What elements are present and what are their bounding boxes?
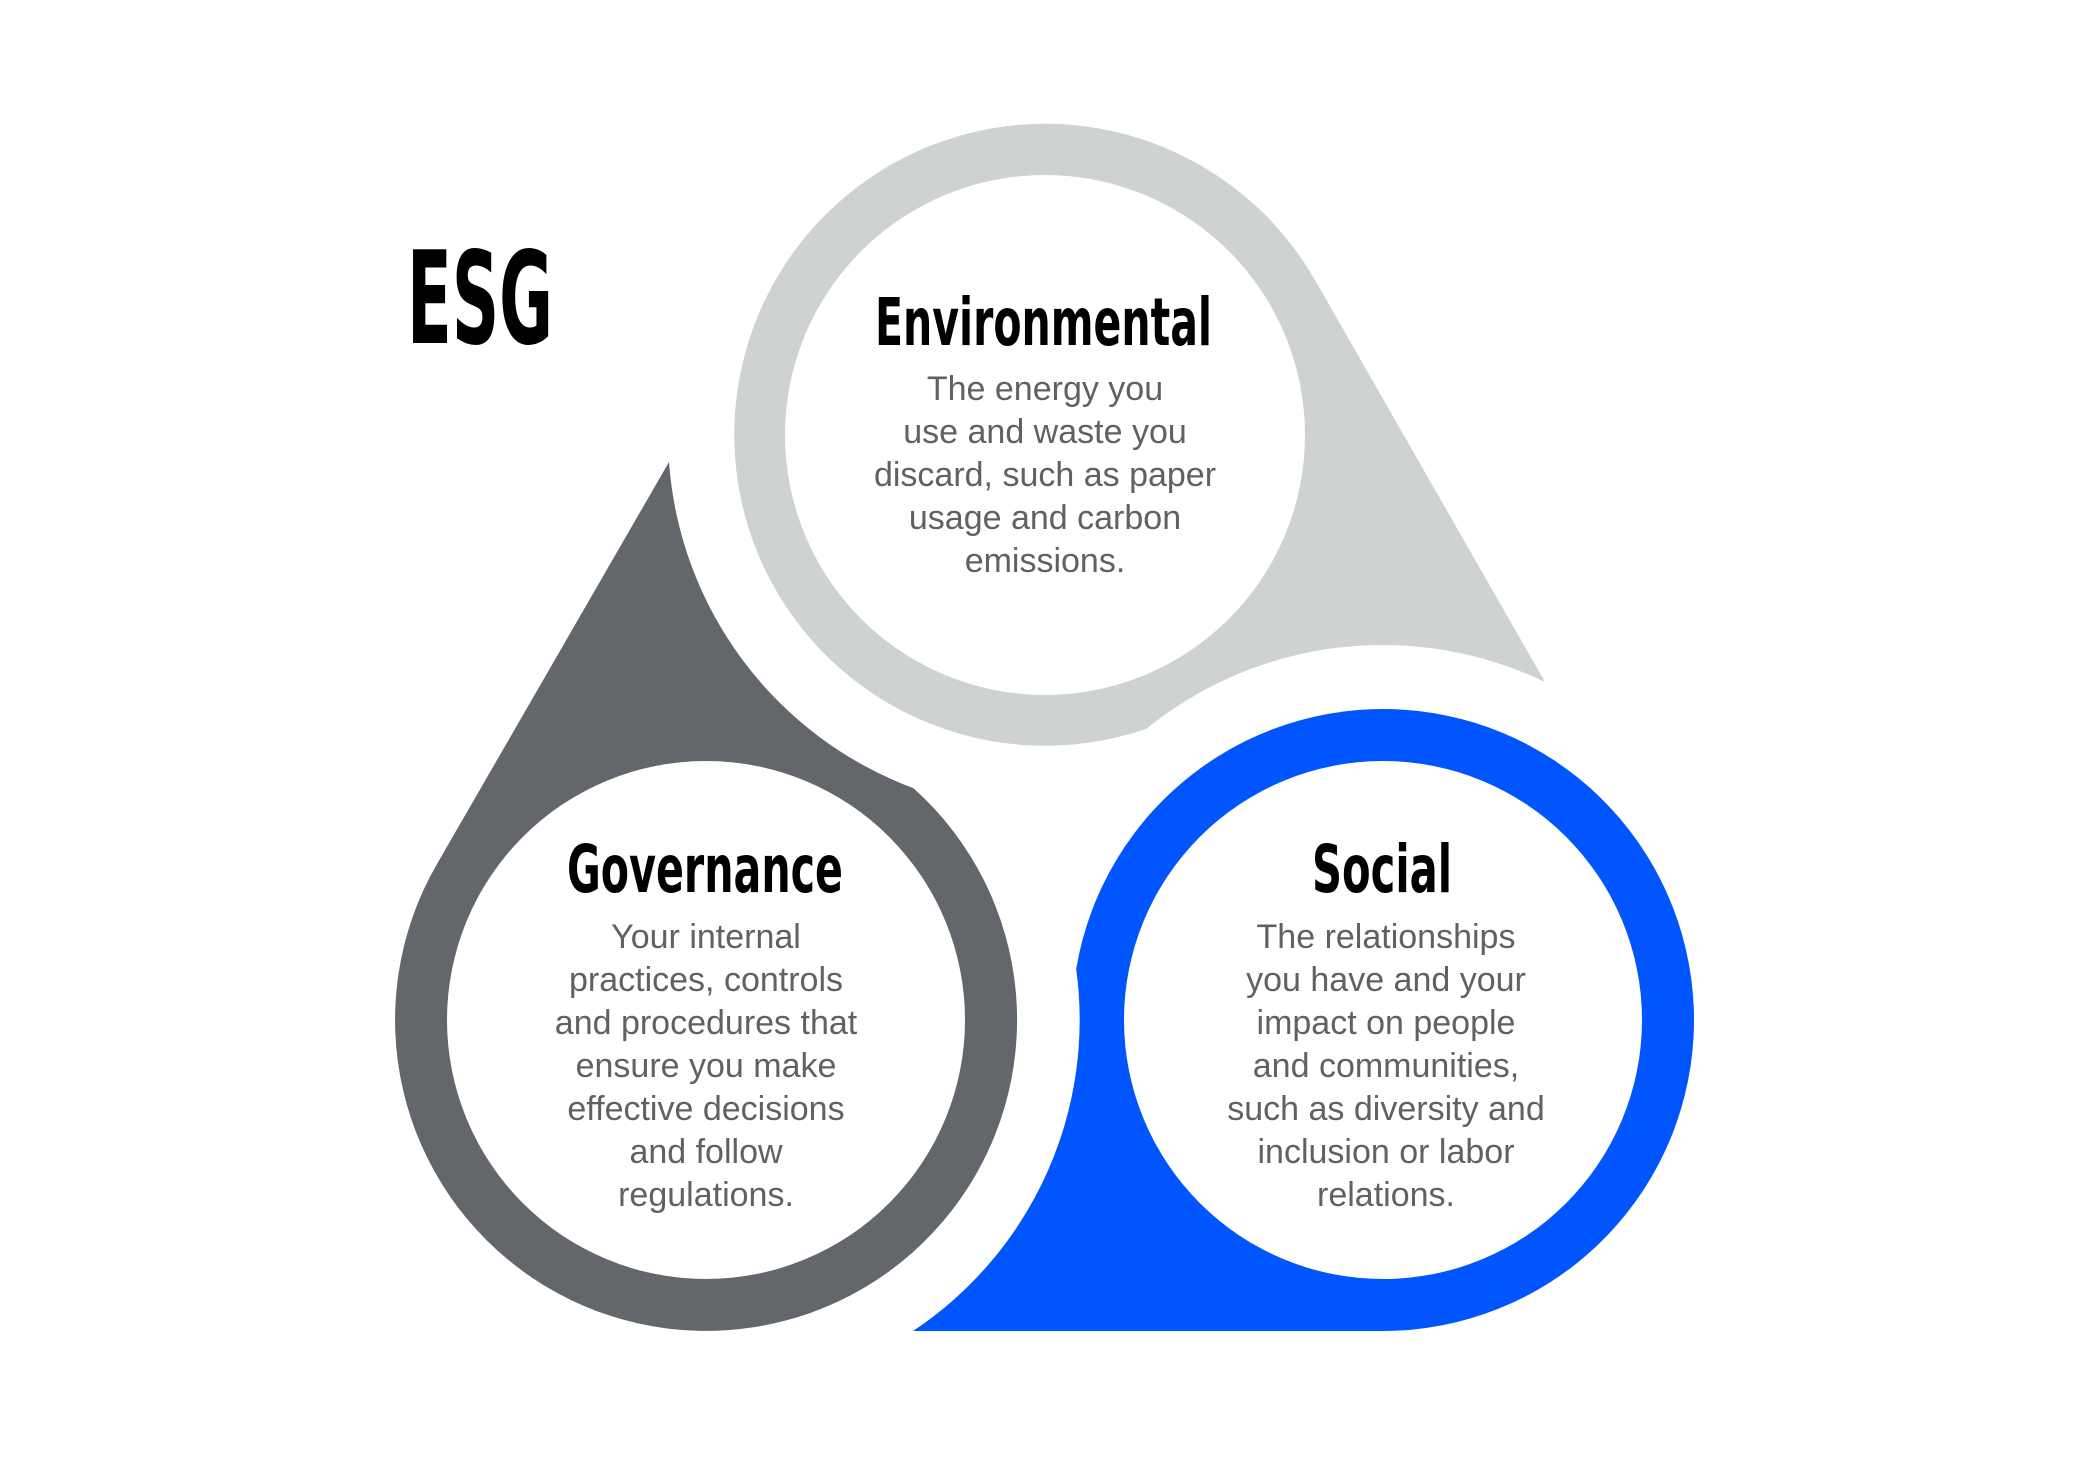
governance-line: regulations. bbox=[618, 1176, 794, 1214]
governance-line: Your internal bbox=[611, 918, 801, 956]
social-line: impact on people bbox=[1257, 1004, 1516, 1042]
environmental-description: The energy you use and waste you discard… bbox=[874, 370, 1216, 580]
governance-description: Your internal practices, controls and pr… bbox=[555, 918, 858, 1214]
social-line: The relationships bbox=[1257, 918, 1516, 956]
governance-line: effective decisions bbox=[567, 1090, 844, 1128]
social-line: such as diversity and bbox=[1227, 1090, 1545, 1128]
governance-line: and follow bbox=[629, 1133, 783, 1171]
social-description: The relationships you have and your impa… bbox=[1227, 918, 1545, 1214]
social-line: relations. bbox=[1317, 1176, 1455, 1214]
environmental-line: use and waste you bbox=[903, 413, 1187, 451]
environmental-section: Environmental The energy you use and was… bbox=[734, 123, 1545, 746]
governance-heading: Governance bbox=[567, 831, 843, 908]
social-section: Social The relationships you have and yo… bbox=[913, 708, 1695, 1331]
governance-line: ensure you make bbox=[576, 1047, 837, 1085]
social-line: and communities, bbox=[1253, 1047, 1519, 1085]
governance-inner-circle bbox=[447, 761, 965, 1279]
social-inner-circle bbox=[1124, 761, 1642, 1279]
diagram-title: ESG bbox=[407, 225, 553, 374]
governance-section: Governance Your internal practices, cont… bbox=[395, 462, 1018, 1331]
governance-line: and procedures that bbox=[555, 1004, 858, 1042]
environmental-line: usage and carbon bbox=[909, 499, 1181, 537]
social-heading: Social bbox=[1312, 831, 1452, 908]
environmental-line: The energy you bbox=[927, 370, 1163, 408]
environmental-heading: Environmental bbox=[875, 284, 1212, 361]
environmental-line: emissions. bbox=[965, 542, 1126, 580]
social-line: inclusion or labor bbox=[1257, 1133, 1514, 1171]
environmental-line: discard, such as paper bbox=[874, 456, 1216, 494]
governance-line: practices, controls bbox=[569, 961, 843, 999]
environmental-inner-circle bbox=[785, 175, 1305, 695]
social-line: you have and your bbox=[1246, 961, 1526, 999]
